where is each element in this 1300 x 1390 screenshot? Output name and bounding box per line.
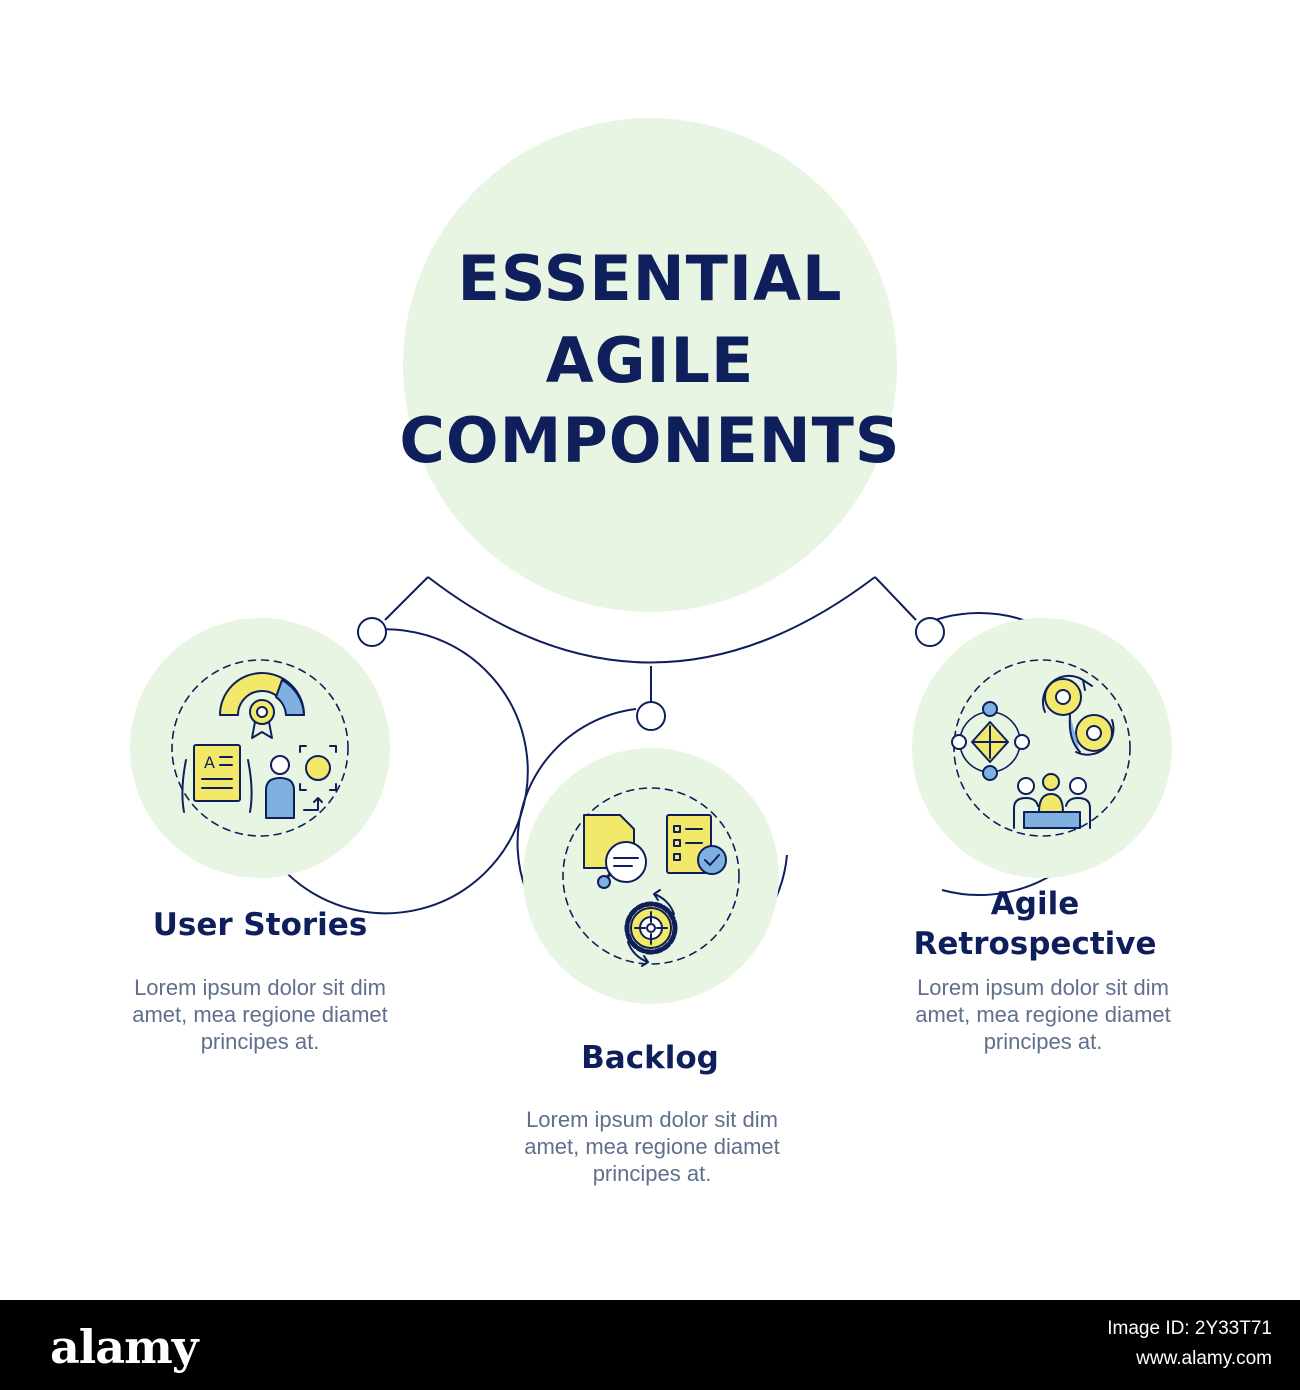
user-stories-circle [130,618,390,878]
retrospective-circle [912,618,1172,878]
footer-bar: alamy Image ID: 2Y33T71 www.alamy.com [0,1300,1300,1390]
connector-lines [279,576,1122,979]
backlog-title: Backlog [581,1040,719,1076]
backlog-circle [523,748,779,1004]
title-line-2: AGILE [545,324,755,397]
alamy-logo: alamy [50,1320,198,1374]
site-url: www.alamy.com [1136,1348,1272,1369]
backlog-icon [562,787,740,967]
connector-nodes [357,617,945,731]
infographic: A [130,118,1190,1186]
user-stories-description: Lorem ipsum dolor sit dim amet, mea regi… [132,975,388,1054]
user-stories-title: User Stories [152,907,368,943]
title-circle [403,118,897,612]
node-right [915,617,945,647]
backlog-description: Lorem ipsum dolor sit dim amet, mea regi… [524,1107,780,1186]
diagram-graphics: A [130,118,1172,1004]
agile-retrospective-title-line-1: Agile [990,886,1080,922]
title-line-3: COMPONENTS [399,404,901,477]
title-line-1: ESSENTIAL [457,242,843,315]
agile-retrospective-icon [951,659,1131,837]
node-left [357,617,387,647]
footer-info: Image ID: 2Y33T71 www.alamy.com [1052,1314,1272,1374]
image-id: Image ID: 2Y33T71 [1107,1318,1272,1339]
agile-retrospective-description: Lorem ipsum dolor sit dim amet, mea regi… [915,975,1171,1054]
svg-text:A: A [204,753,215,772]
agile-retrospective-title: Agile Retrospective [880,884,1190,965]
agile-retrospective-title-line-2: Retrospective [913,926,1157,963]
user-stories-icon: A [171,659,349,837]
node-center [636,701,666,731]
